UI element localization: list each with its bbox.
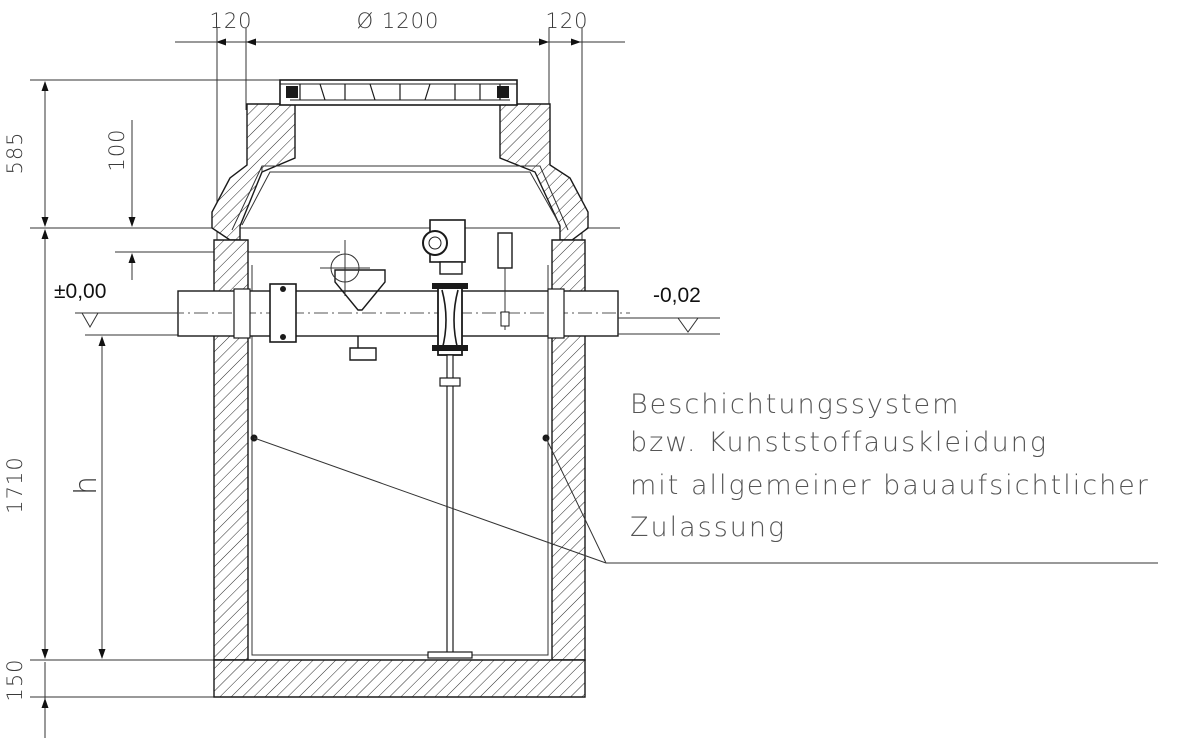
dim-top-center: Ø 1200 <box>357 9 440 33</box>
coating-annotation: Beschichtungssystem bzw. Kunststoffauskl… <box>250 389 1158 564</box>
dim-left-1710: 1710 <box>3 456 27 513</box>
level-inlet-label: ±0,00 <box>54 280 106 303</box>
annotation-line-2: bzw. Kunststoffauskleidung <box>630 427 1048 458</box>
dim-top-right: 120 <box>545 9 588 33</box>
pipe <box>170 283 630 343</box>
annotation-line-3: mit allgemeiner bauaufsichtlicher <box>630 470 1150 501</box>
shaft-walls <box>211 103 589 698</box>
manhole-cover <box>279 79 518 106</box>
dim-left-585: 585 <box>3 131 27 174</box>
inner-liner <box>231 165 569 656</box>
annotation-line-4: Zulassung <box>630 512 786 543</box>
dim-left-150: 150 <box>3 658 27 701</box>
level-outlet-label: -0,02 <box>653 284 701 307</box>
level-markers: ±0,00 -0,02 <box>54 280 720 335</box>
annotation-line-1: Beschichtungssystem <box>630 389 960 420</box>
left-dimension-group: 585 100 1710 150 h <box>3 79 620 738</box>
top-dimension-group: 120 Ø 1200 120 <box>175 9 625 240</box>
dim-left-100: 100 <box>105 128 129 171</box>
valve-assembly <box>422 219 513 659</box>
dim-top-left: 120 <box>209 9 252 33</box>
sampling-funnel <box>320 240 386 361</box>
dim-left-h: h <box>69 475 104 495</box>
